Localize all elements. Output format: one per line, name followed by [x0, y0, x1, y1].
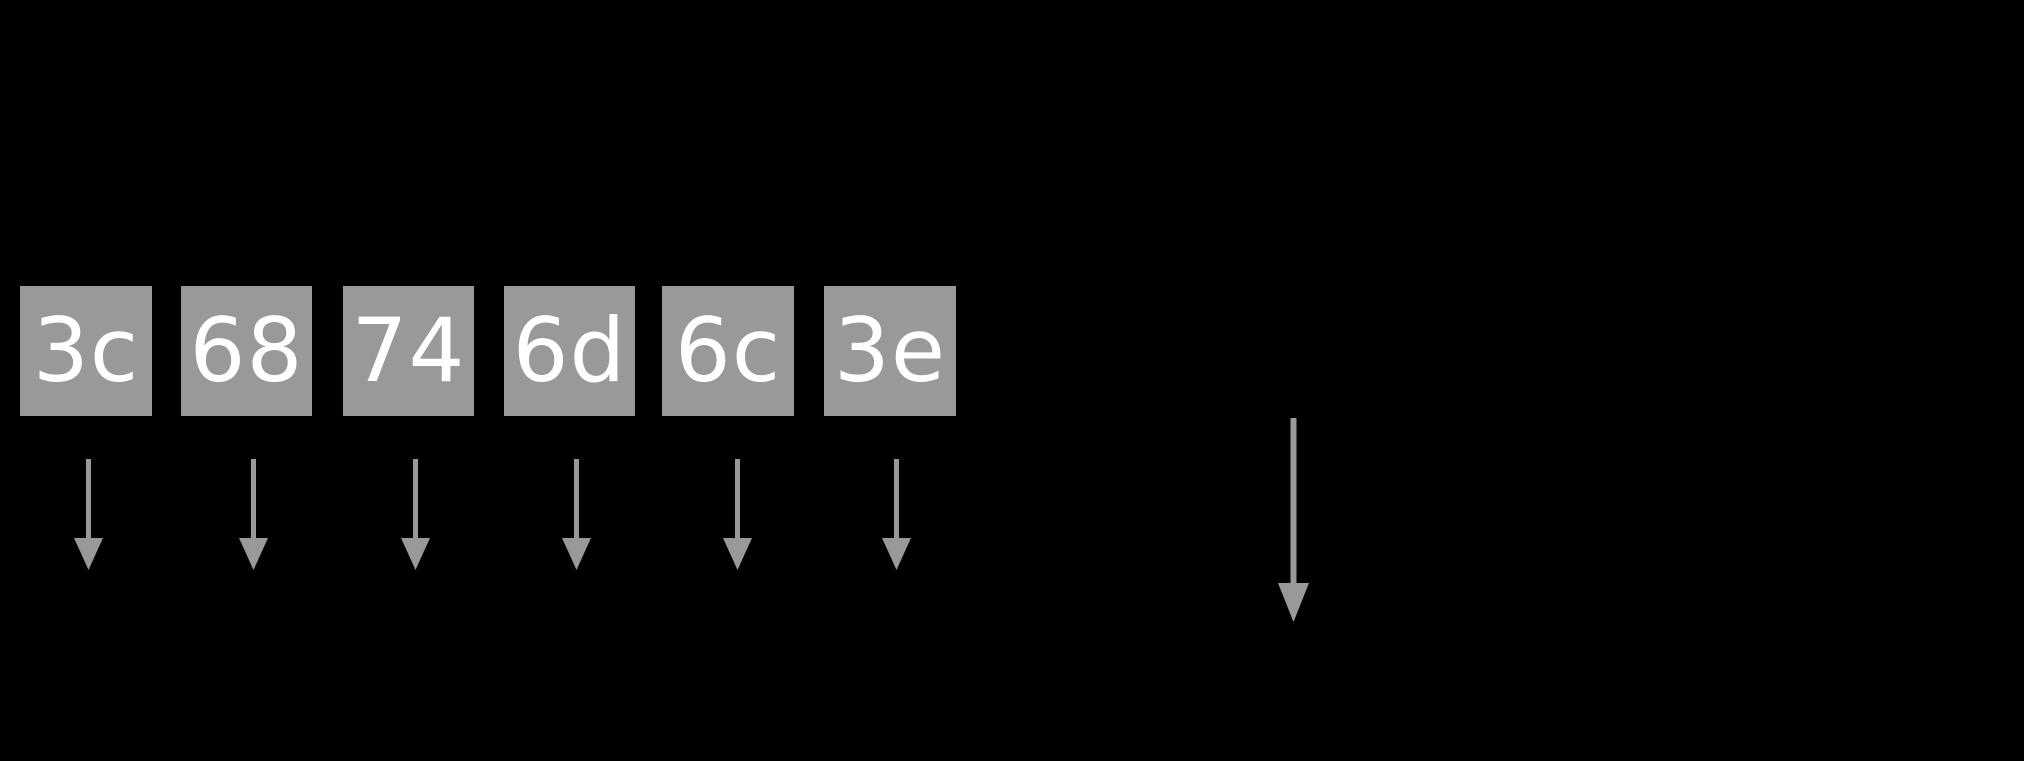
byte-cell-3[interactable]: 6d [504, 286, 635, 416]
byte-value-label: 3e [833, 299, 947, 402]
byte-cell-2[interactable]: 74 [343, 286, 474, 416]
byte-cell-1[interactable]: 68 [181, 286, 312, 416]
byte-value-label: 3c [32, 299, 140, 402]
down-arrow-icon-4 [722, 459, 752, 570]
byte-value-label: 6c [674, 299, 782, 402]
large-down-arrow-icon-0 [1277, 418, 1309, 622]
byte-cell-0[interactable]: 3c [20, 286, 152, 416]
down-arrow-icon-0 [73, 459, 103, 570]
byte-value-label: 68 [189, 299, 304, 402]
down-arrow-icon-5 [881, 459, 911, 570]
byte-cell-4[interactable]: 6c [662, 286, 794, 416]
byte-value-label: 74 [351, 299, 466, 402]
byte-cell-5[interactable]: 3e [824, 286, 956, 416]
down-arrow-icon-2 [400, 459, 430, 570]
byte-value-label: 6d [512, 299, 627, 402]
down-arrow-icon-3 [561, 459, 591, 570]
down-arrow-icon-1 [238, 459, 268, 570]
